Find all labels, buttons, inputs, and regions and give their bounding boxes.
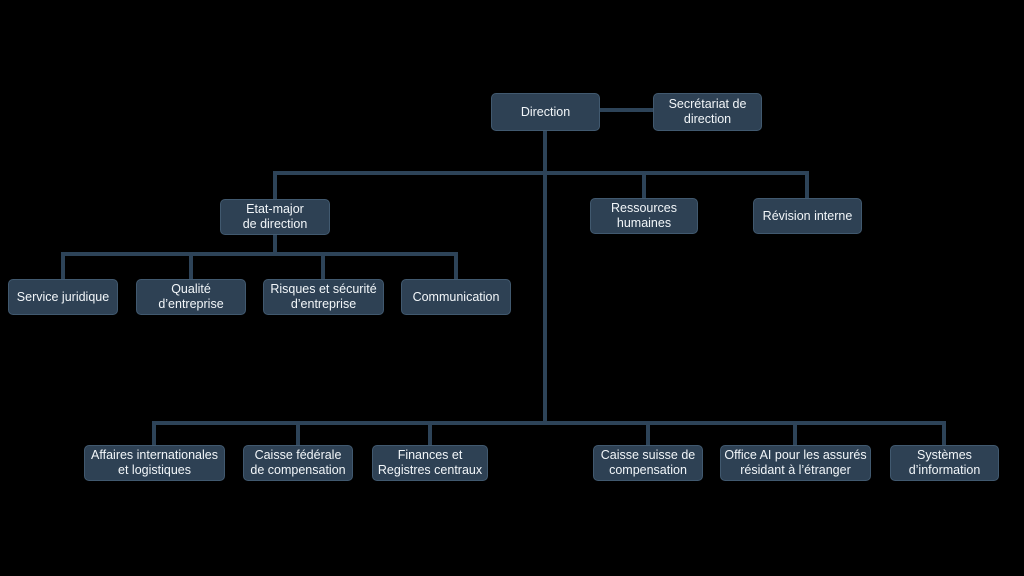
node-label-line: Finances et <box>397 448 463 462</box>
org-node-caisse-federale: Caisse fédérale de compensation <box>243 445 353 481</box>
node-label-line: Révision interne <box>762 208 853 223</box>
node-label-line: Caisse suisse de <box>600 448 696 462</box>
node-label-line: Communication <box>412 289 500 304</box>
org-node-communication: Communication <box>401 279 511 315</box>
org-node-revision-interne: Révision interne <box>753 198 862 234</box>
node-label-line: Risques et sécurité <box>270 282 377 296</box>
node-label-line: Registres centraux <box>377 463 483 477</box>
connector-etat-major-down <box>273 235 277 254</box>
node-label-line: direction <box>683 112 732 126</box>
org-node-secretariat-direction: Secrétariat de direction <box>653 93 762 131</box>
org-node-qualite-entreprise: Qualité d’entreprise <box>136 279 246 315</box>
connector-drop-etat-major <box>273 173 277 199</box>
connector-drop-systemes-information <box>942 423 946 445</box>
node-label-line: Direction <box>520 104 571 119</box>
org-node-ressources-humaines: Ressources humaines <box>590 198 698 234</box>
connector-direction-secretariat <box>600 108 653 112</box>
node-label-line: compensation <box>609 463 687 477</box>
node-label-line: de direction <box>242 217 308 231</box>
org-node-service-juridique: Service juridique <box>8 279 118 315</box>
connector-drop-caisse-suisse <box>646 423 650 445</box>
node-label-line: Etat-major <box>246 202 304 216</box>
org-node-office-ai: Office AI pour les assurés résidant à l’… <box>720 445 871 481</box>
node-label-line: Service juridique <box>16 289 110 304</box>
connector-drop-office-ai <box>793 423 797 445</box>
org-node-systemes-information: Systèmes d’information <box>890 445 999 481</box>
connector-drop-revision-interne <box>805 173 809 198</box>
org-node-etat-major: Etat-major de direction <box>220 199 330 235</box>
node-label-line: Office AI pour les assurés <box>724 448 867 462</box>
connector-drop-affaires-internationales <box>152 423 156 445</box>
connector-drop-service-juridique <box>61 254 65 279</box>
connector-drop-risques-securite <box>321 254 325 279</box>
org-node-direction: Direction <box>491 93 600 131</box>
org-node-risques-securite: Risques et sécurité d’entreprise <box>263 279 384 315</box>
connector-row2-horizontal <box>273 171 809 175</box>
node-label-line: Secrétariat de <box>668 97 747 111</box>
node-label-line: d’entreprise <box>158 297 224 311</box>
node-label-line: et logistiques <box>118 463 191 477</box>
connector-row3-horizontal <box>61 252 458 256</box>
connector-drop-caisse-federale <box>296 423 300 445</box>
connector-row4-horizontal <box>152 421 946 425</box>
connector-direction-main-vertical <box>543 131 547 425</box>
node-label-line: humaines <box>616 216 672 230</box>
org-node-finances-registres: Finances et Registres centraux <box>372 445 488 481</box>
node-label-line: résidant à l’étranger <box>740 463 851 477</box>
node-label-line: d’entreprise <box>290 297 357 311</box>
node-label-line: Affaires internationales <box>91 448 218 462</box>
connector-drop-communication <box>454 254 458 279</box>
node-label-line: Systèmes <box>917 448 972 462</box>
org-node-caisse-suisse: Caisse suisse de compensation <box>593 445 703 481</box>
node-label-line: Qualité <box>171 282 211 296</box>
node-label-line: Caisse fédérale <box>254 448 342 462</box>
node-label-line: Ressources <box>611 201 677 215</box>
org-node-affaires-internationales: Affaires internationales et logistiques <box>84 445 225 481</box>
node-label-line: de compensation <box>250 463 346 477</box>
connector-drop-finances-registres <box>428 423 432 445</box>
connector-drop-qualite-entreprise <box>189 254 193 279</box>
connector-drop-ressources-humaines <box>642 173 646 198</box>
node-label-line: d’information <box>908 463 981 477</box>
